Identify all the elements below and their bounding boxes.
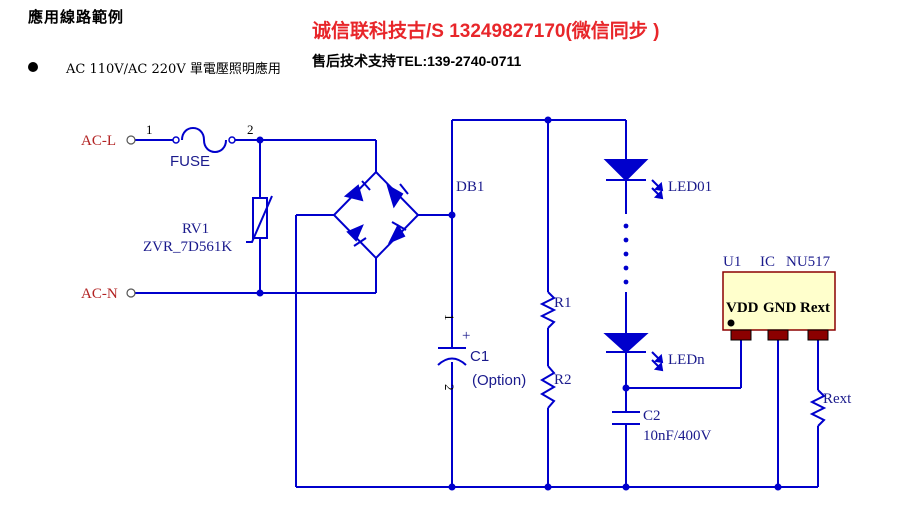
fuse-label: FUSE	[170, 153, 210, 170]
ic-pin-gnd-label: GND	[763, 300, 797, 316]
ic-pin1-dot	[727, 319, 735, 327]
ledn-label: LEDn	[668, 352, 705, 368]
rv1-part-label: ZVR_7D561K	[143, 239, 232, 255]
ic-part-label: NU517	[786, 254, 831, 270]
c2-label: C2	[643, 408, 661, 424]
c1-pin1-label: 1	[442, 314, 457, 321]
c1-label: C1	[470, 348, 489, 365]
junction-dots	[256, 116, 782, 491]
led01-label: LED01	[668, 179, 712, 195]
ic-pad-gnd	[767, 329, 789, 341]
db1-label: DB1	[456, 179, 484, 195]
acn-terminal	[126, 288, 136, 298]
led-chain-dots	[623, 223, 629, 285]
application-label: AC 110V/AC 220V 單電壓照明應用	[66, 62, 281, 77]
pin2-label: 2	[247, 122, 254, 137]
ic-pin-rext-label: Rext	[800, 300, 830, 316]
r2-label: R2	[554, 372, 572, 388]
acl-label: AC-L	[81, 133, 116, 149]
ic-body	[722, 271, 836, 331]
c2-value-label: 10nF/400V	[643, 428, 712, 444]
led-n	[603, 333, 664, 372]
page-title: 應用線路範例	[28, 8, 125, 26]
c1-note-label: (Option)	[472, 372, 526, 389]
acn-label: AC-N	[81, 286, 118, 302]
led-01	[603, 159, 664, 200]
contact-line: 诚信联科技古/S 13249827170(微信同步 )	[312, 21, 660, 42]
c1-pin2-label: 2	[442, 384, 457, 391]
ic-pad-vdd	[730, 329, 752, 341]
bullet-icon	[28, 62, 38, 72]
fuse-terminal-left	[172, 136, 180, 144]
bridge-diodes	[343, 180, 409, 247]
rv1-label: RV1	[182, 221, 209, 237]
ic-label: IC	[760, 254, 775, 270]
rext-label: Rext	[823, 391, 852, 407]
c1-plus-label: +	[462, 328, 470, 344]
r1-label: R1	[554, 295, 572, 311]
wires	[135, 119, 827, 488]
support-line: 售后技术支持TEL:139-2740-0711	[312, 53, 522, 69]
pin1-label: 1	[146, 122, 153, 137]
ic-pin-vdd-label: VDD	[726, 300, 759, 316]
fuse-terminal-right	[228, 136, 236, 144]
acl-terminal	[126, 135, 136, 145]
u1-label: U1	[723, 254, 741, 270]
ic-pad-rext	[807, 329, 829, 341]
